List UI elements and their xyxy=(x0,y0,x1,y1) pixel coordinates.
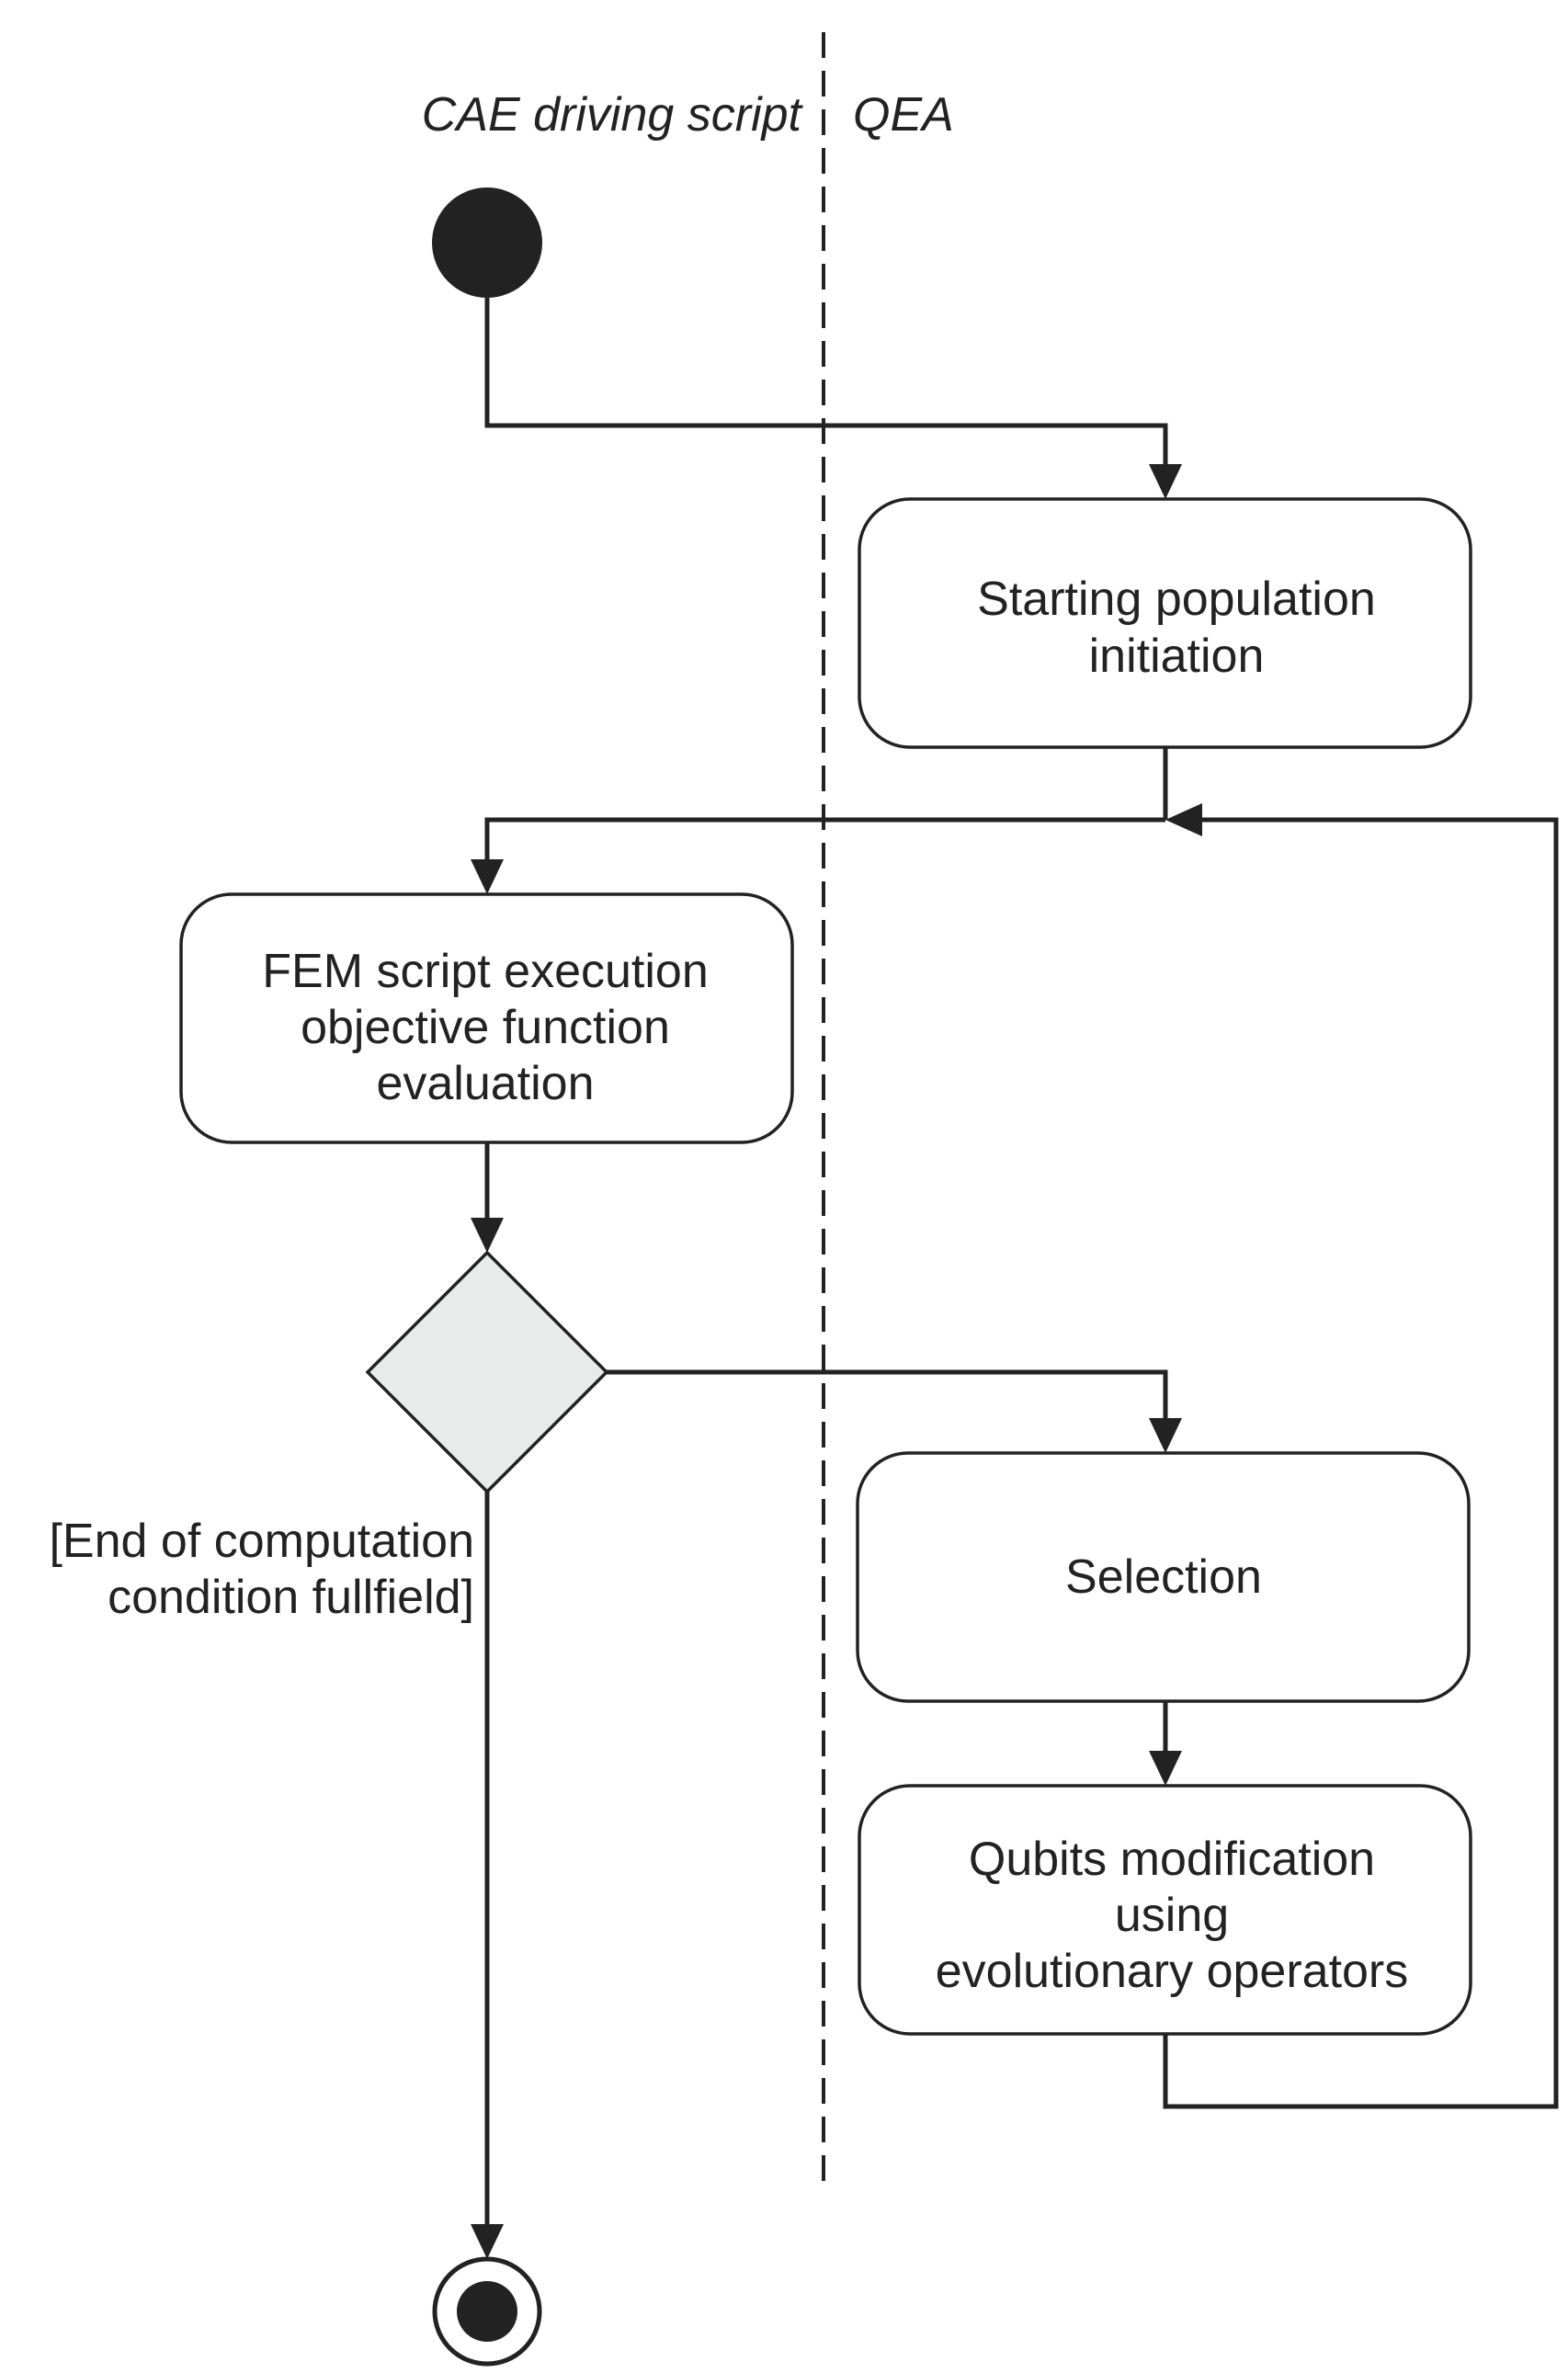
action-fem-script-execution: FEM script execution objective function … xyxy=(179,892,794,1144)
flow-merge-to-fem xyxy=(484,817,1165,864)
arrowhead xyxy=(1149,464,1182,499)
arrowhead xyxy=(471,859,504,894)
action-starting-population: Starting population initiation xyxy=(858,497,1472,749)
action-selection: Selection xyxy=(856,1451,1471,1703)
action-label: evaluation xyxy=(376,1057,594,1110)
arrowhead xyxy=(471,2224,504,2259)
guard-label: [End of computation xyxy=(49,1515,474,1568)
action-label: initiation xyxy=(1089,630,1265,683)
flow-loop-back-to-merge xyxy=(1163,817,1559,2109)
arrowhead xyxy=(1149,1751,1182,1786)
lane-title-cae-driving-script: CAE driving script xyxy=(422,88,804,142)
action-label: Starting population xyxy=(977,573,1376,626)
action-qubits-modification: Qubits modification using evolutionary o… xyxy=(858,1784,1472,2036)
decision-node xyxy=(365,1250,609,1494)
flow-decision-to-selection xyxy=(607,1369,1168,1423)
initial-node xyxy=(432,187,542,298)
arrowhead xyxy=(1149,1418,1182,1453)
arrowhead xyxy=(1165,803,1202,836)
action-label: objective function xyxy=(301,1001,670,1054)
arrowhead xyxy=(471,1218,504,1253)
lane-title-qea: QEA xyxy=(853,88,954,142)
flow-start-to-population xyxy=(484,298,1168,469)
action-label: FEM script execution xyxy=(262,945,709,998)
action-label: using xyxy=(1115,1889,1229,1942)
final-node xyxy=(432,2256,542,2367)
action-label: Qubits modification xyxy=(969,1833,1375,1886)
guard-label: condition fullfield] xyxy=(108,1571,474,1624)
action-label: evolutionary operators xyxy=(936,1945,1409,1998)
action-label: Selection xyxy=(1065,1550,1262,1604)
